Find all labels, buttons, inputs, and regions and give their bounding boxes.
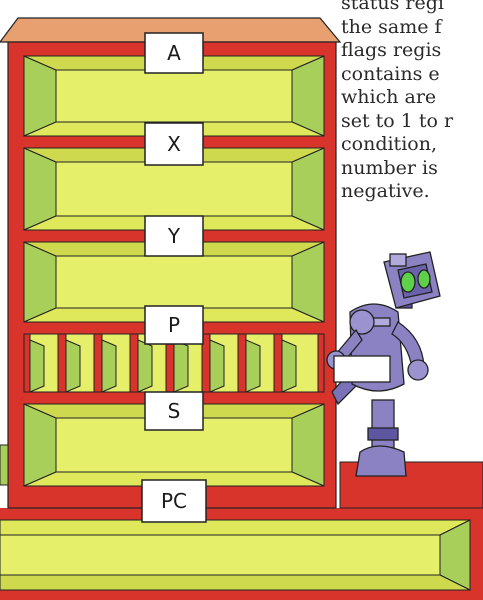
robot-leg <box>372 400 394 450</box>
pc-shelf <box>0 508 483 600</box>
robot-eye <box>418 270 430 288</box>
robot-foot <box>356 446 406 476</box>
left-edge-fragment <box>0 445 8 485</box>
robot-eye <box>401 272 415 292</box>
register-p-label: P <box>168 313 180 337</box>
robot-knee <box>368 428 398 440</box>
register-a-label: A <box>167 41 181 65</box>
robot-belt <box>334 356 390 382</box>
label-x: X <box>145 123 203 165</box>
label-pc: PC <box>142 480 206 522</box>
robot <box>327 252 440 476</box>
label-s: S <box>145 392 203 430</box>
label-a: A <box>145 33 203 73</box>
register-pc-label: PC <box>161 489 187 513</box>
register-y-label: Y <box>167 224 181 248</box>
register-x-label: X <box>167 132 181 156</box>
register-s-label: S <box>168 399 181 423</box>
label-y: Y <box>145 216 203 256</box>
label-p: P <box>145 306 203 344</box>
